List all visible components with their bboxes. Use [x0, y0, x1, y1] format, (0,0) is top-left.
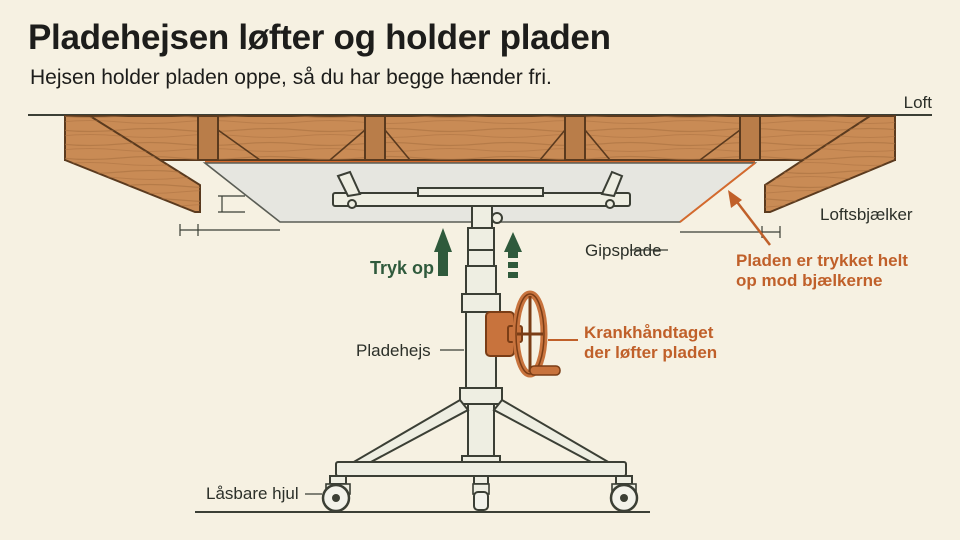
hoist-cradle — [332, 170, 631, 229]
page-subtitle: Hejsen holder pladen oppe, så du har beg… — [30, 66, 552, 89]
ceiling-label: Loft — [904, 93, 933, 112]
joists-label: Loftsbjælker — [820, 205, 913, 224]
drywall-label: Gipsplade — [585, 241, 662, 260]
pressed-callout-line2: op mod bjælkerne — [736, 271, 882, 290]
crank-handle-icon[interactable] — [485, 290, 561, 378]
caster-wheel-right[interactable] — [609, 483, 639, 513]
caster-wheel-left[interactable] — [321, 483, 351, 513]
hoist-base — [329, 398, 633, 485]
ceiling-joists — [64, 115, 896, 213]
crank-callout-line1: Krankhåndtaget — [584, 323, 714, 342]
arrow-up-icon — [434, 228, 522, 278]
caster-wheel-icon — [321, 483, 351, 513]
pressed-callout-line1: Pladen er trykket helt — [736, 251, 908, 270]
crank-callout-line2: der løfter pladen — [584, 343, 717, 362]
page-title: Pladehejsen løfter og holder pladen — [28, 18, 611, 57]
wheels-label: Låsbare hjul — [206, 484, 299, 503]
caster-wheel-center[interactable] — [472, 483, 490, 511]
pressed-callout-arrow — [728, 190, 771, 246]
push-up-label: Tryk op — [370, 258, 434, 278]
hoist-label: Pladehejs — [356, 341, 431, 360]
